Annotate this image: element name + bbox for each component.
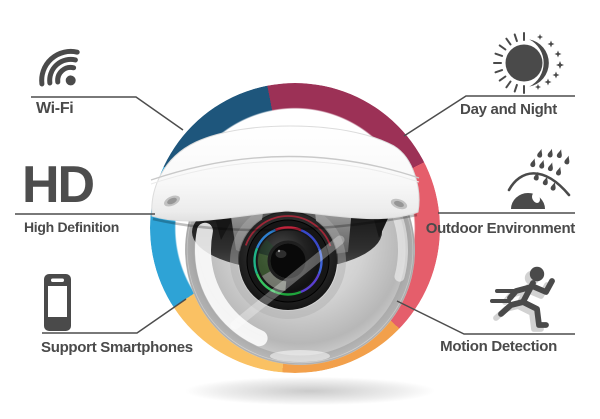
dome-reflections [192,142,408,362]
day-and-night-label: Day and Night [460,101,557,118]
high-definition-label: High Definition [24,219,120,235]
connector-line-motion [396,300,575,335]
wifi-label: Wi-Fi [36,100,74,117]
connector-lines [15,95,575,335]
camera-base [150,125,420,232]
connector-line-support [42,298,187,334]
smartphone-icon [44,274,71,331]
motion-detection-label: Motion Detection [440,338,557,355]
camera-lens [230,203,346,319]
base-screw-hole-right [390,198,408,210]
connector-line-day [403,95,575,137]
support-smartphones-label: Support Smartphones [41,339,193,356]
hd-lettermark: HD [22,156,95,214]
sun-moon-stars-icon [493,32,564,94]
outdoor-environment-label: Outdoor Environment [425,220,576,237]
connector-line-wifi [31,96,184,131]
dome-security-camera [150,125,420,365]
running-person-icon [490,266,555,332]
camera-ground-shadow [143,372,477,410]
base-screw-hole-left [164,195,180,207]
wifi-icon [39,48,80,87]
dome-camera-rain-icon [507,148,572,209]
